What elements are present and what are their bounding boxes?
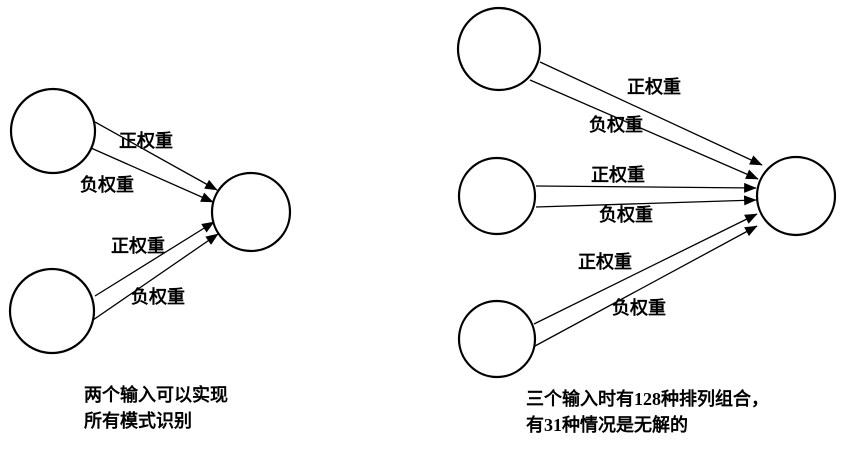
right-arrow-top-negative bbox=[529, 79, 759, 180]
right-arrow-middle-positive bbox=[535, 182, 757, 193]
left-caption-line-2: 所有模式识别 bbox=[84, 410, 192, 431]
right-input-node-3 bbox=[457, 299, 537, 379]
left-output-node bbox=[210, 171, 292, 253]
right-arrow-bottom-negative bbox=[534, 225, 758, 347]
right-label-middle-negative: 负权重 bbox=[599, 204, 653, 225]
right-output-node bbox=[755, 155, 837, 237]
right-label-bottom-positive: 正权重 bbox=[578, 251, 632, 272]
right-arrow-top-positive bbox=[539, 61, 763, 166]
right-input-node-1 bbox=[456, 6, 542, 92]
right-label-bottom-negative: 负权重 bbox=[612, 297, 666, 318]
right-label-top-positive: 正权重 bbox=[627, 76, 681, 97]
left-label-bottom-positive: 正权重 bbox=[111, 235, 165, 256]
right-arrow-middle-negative bbox=[535, 195, 757, 208]
left-arrow-bottom-positive bbox=[94, 221, 215, 297]
right-caption-line-2: 有31种情况是无解的 bbox=[526, 414, 688, 435]
left-input-node-1 bbox=[9, 87, 97, 175]
left-caption-line-1: 两个输入可以实现 bbox=[84, 384, 228, 405]
right-label-top-negative: 负权重 bbox=[589, 114, 643, 135]
right-input-node-2 bbox=[457, 156, 537, 236]
left-label-bottom-negative: 负权重 bbox=[131, 286, 185, 307]
left-arrow-top-negative bbox=[90, 147, 214, 203]
right-label-middle-positive: 正权重 bbox=[591, 164, 645, 185]
left-label-top-positive: 正权重 bbox=[119, 130, 173, 151]
right-arrow-bottom-positive bbox=[533, 213, 758, 325]
left-arrow-bottom-negative bbox=[92, 233, 219, 321]
left-label-top-negative: 负权重 bbox=[80, 174, 134, 195]
right-caption-line-1: 三个输入时有128种排列组合， bbox=[526, 388, 769, 409]
left-input-node-2 bbox=[8, 267, 96, 355]
left-arrow-top-positive bbox=[94, 121, 218, 191]
